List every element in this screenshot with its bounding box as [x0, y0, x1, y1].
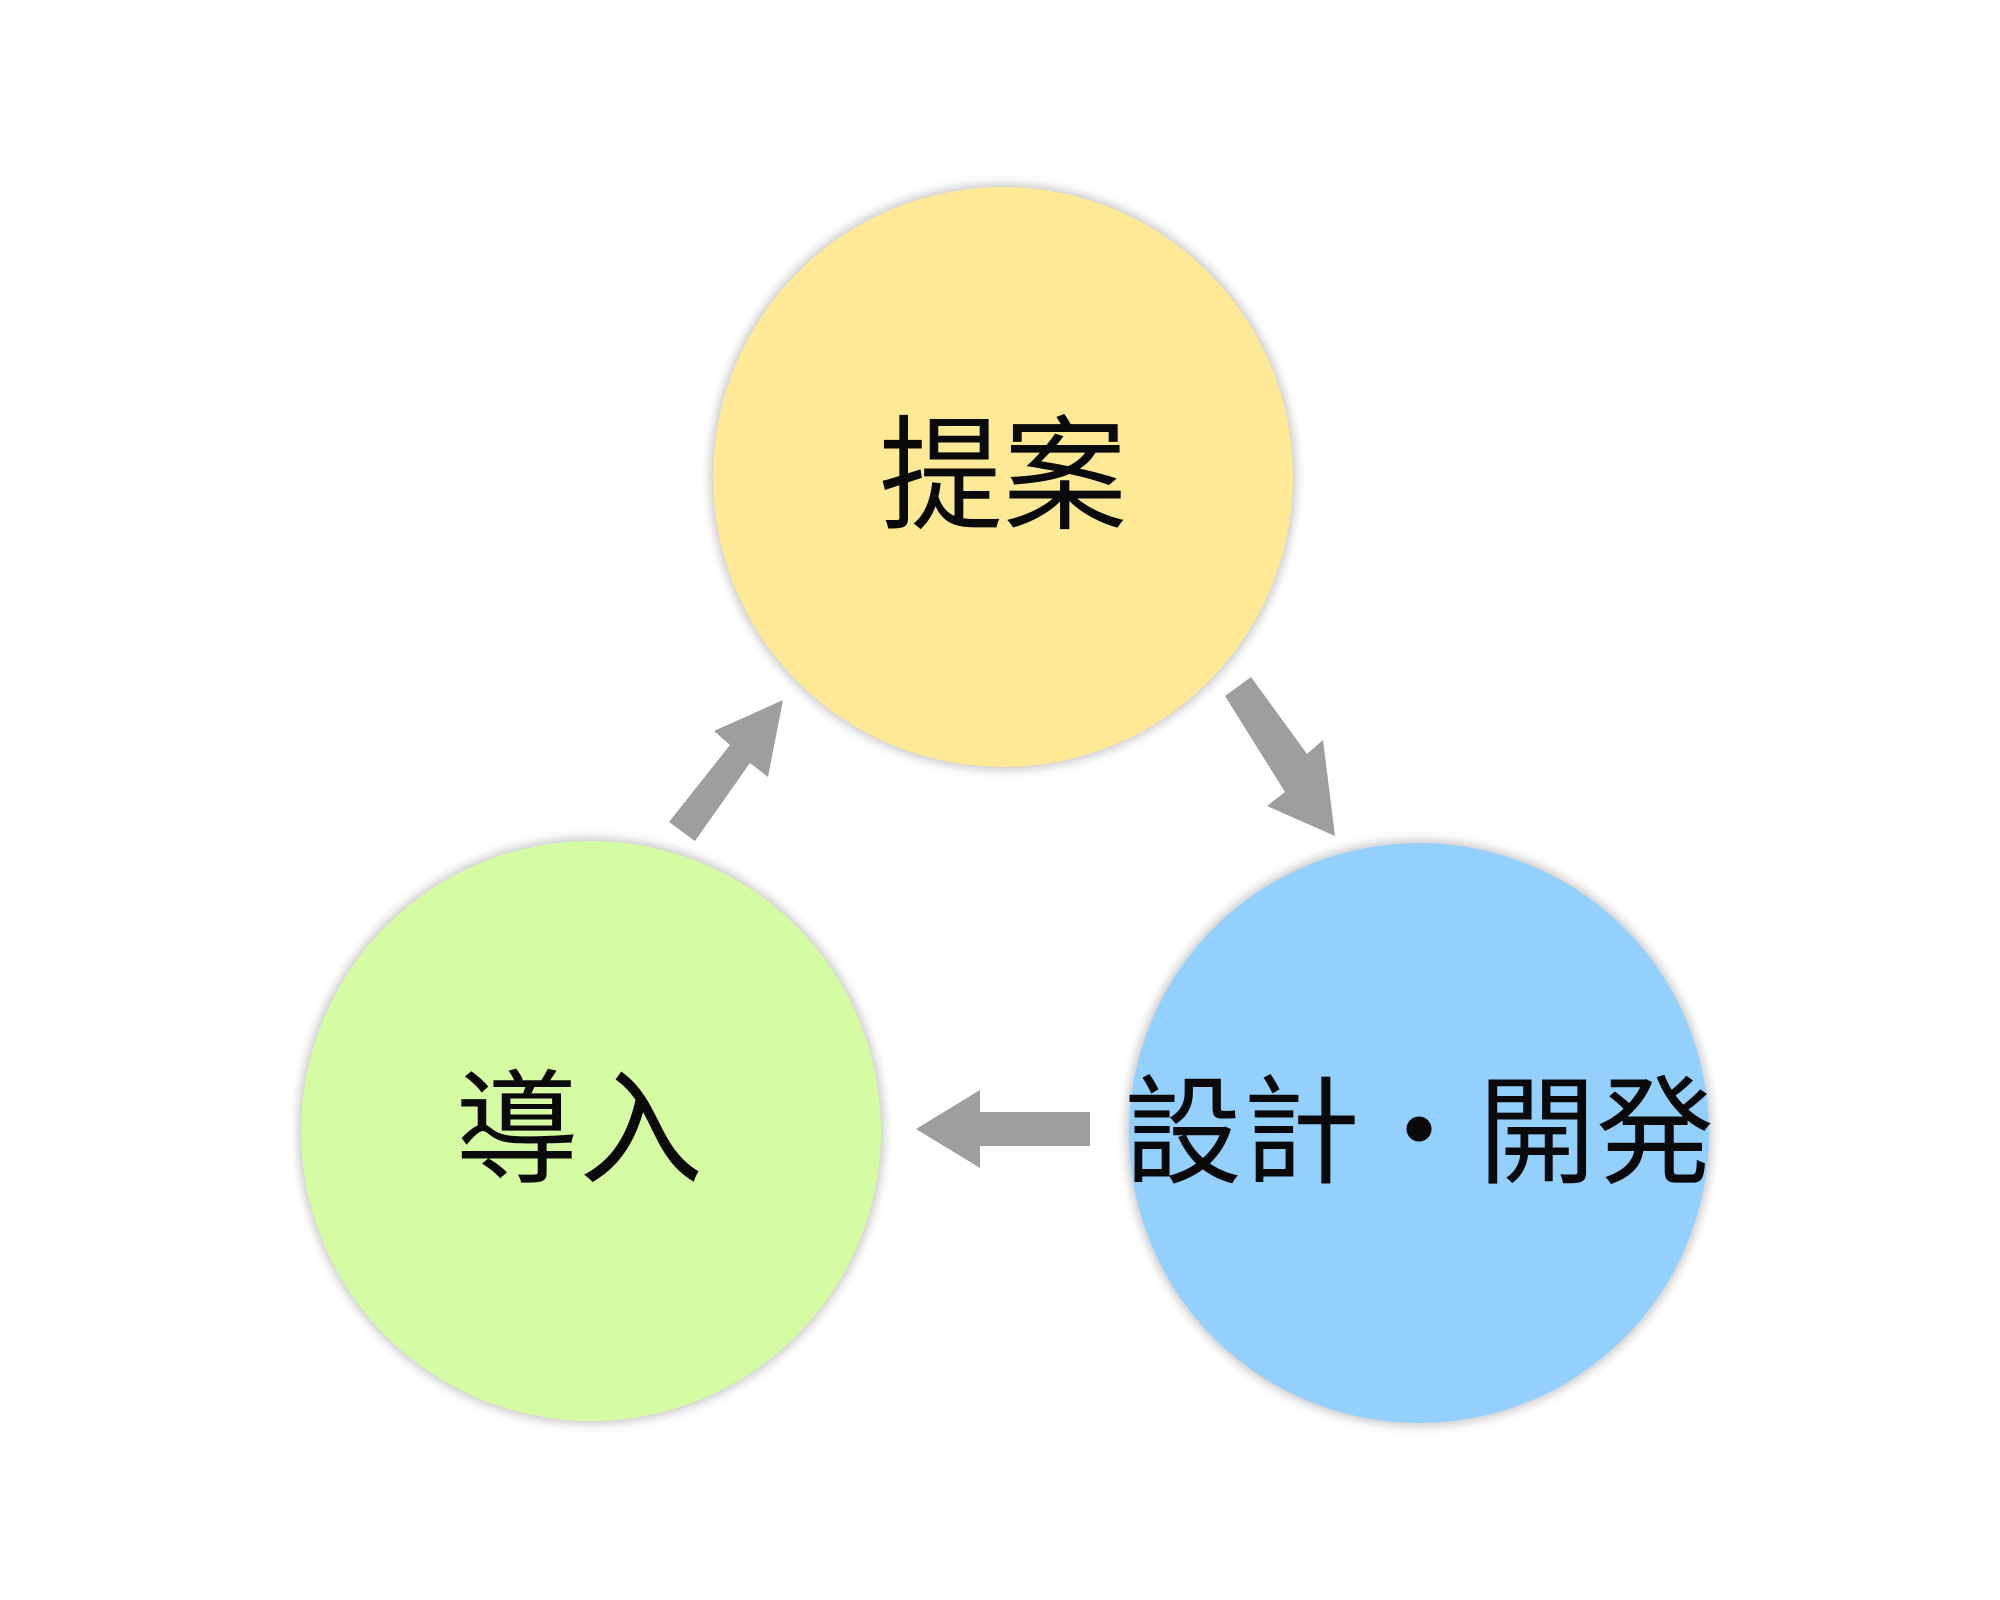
node-design-development: 設計・開発: [1124, 843, 1714, 1423]
arrow-introduction-to-proposal: [669, 700, 783, 841]
node-introduction: 導入: [301, 841, 881, 1421]
node-label-introduction: 導入: [454, 1059, 703, 1203]
arrow-design-to-introduction: [916, 1090, 1090, 1168]
node-label-proposal: 提案: [878, 405, 1127, 549]
node-label-design-development: 設計・開発: [1124, 1064, 1715, 1202]
node-proposal: 提案: [713, 187, 1293, 767]
arrow-proposal-to-design: [1225, 677, 1335, 836]
